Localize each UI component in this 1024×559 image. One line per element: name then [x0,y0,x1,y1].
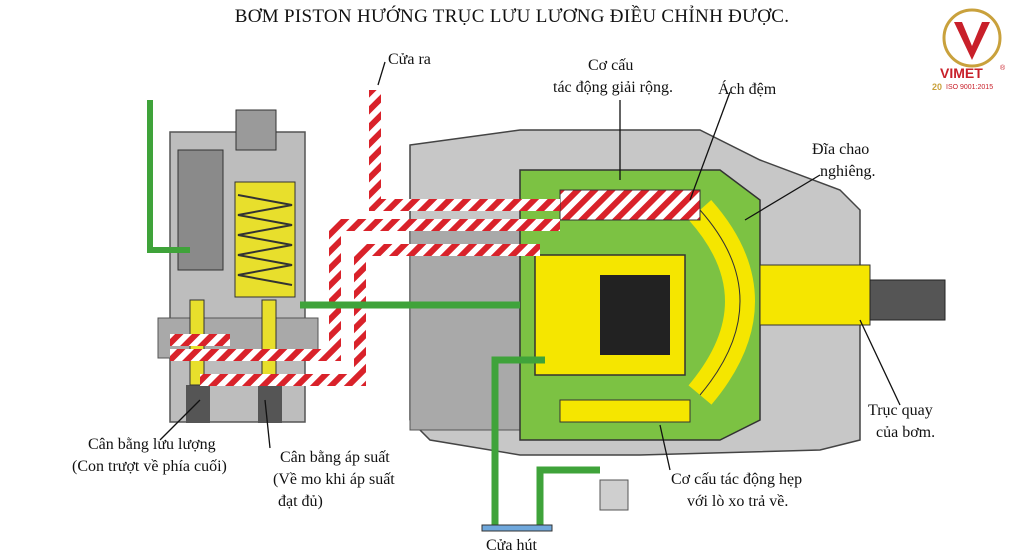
label-narrow-actuator-line1: Cơ cấu tác động hẹp [671,471,803,488]
label-pressure-balance-line3: đạt đủ) [278,493,323,510]
label-swash-line1: Đĩa chao [812,141,870,158]
pump-body [409,129,946,511]
svg-text:20: 20 [932,82,942,92]
diagram-title: BƠM PISTON HƯỚNG TRỤC LƯU LƯƠNG ĐIỀU CHỈ… [234,6,790,27]
label-wide-actuator-line2: tác động giải rộng. [553,79,673,96]
pressure-lines [170,90,560,386]
label-inlet: Cửa hút [486,537,537,554]
label-pressure-balance-line1: Cân bằng áp suất [280,449,390,466]
vimet-logo: VIMET ® 20 ISO 9001:2015 [932,8,1006,92]
svg-text:VIMET: VIMET [940,65,983,81]
pressure-spring [237,194,293,286]
svg-text:ISO 9001:2015: ISO 9001:2015 [946,84,993,91]
label-swash-line2: nghiêng. [820,163,876,180]
label-pressure-balance-line2: (Về mo khi áp suất [273,471,395,488]
label-flow-balance-line2: (Con trượt về phía cuối) [72,458,227,475]
leader-lines [159,61,901,471]
label-shaft-line1: Trục quay [868,402,933,419]
label-wide-actuator-line1: Cơ cấu [588,57,634,74]
label-shaft-line2: của bơm. [876,424,936,441]
label-flow-balance-line1: Cân bằng lưu lượng [88,436,216,453]
signal-line-left [147,100,190,253]
label-damper: Ách đệm [718,81,777,98]
label-narrow-actuator-line2: với lò xo trả về. [687,493,789,510]
suction-line [491,356,545,525]
svg-text:®: ® [1000,64,1006,72]
label-outlet: Cửa ra [388,51,431,68]
inlet-port [481,524,553,532]
